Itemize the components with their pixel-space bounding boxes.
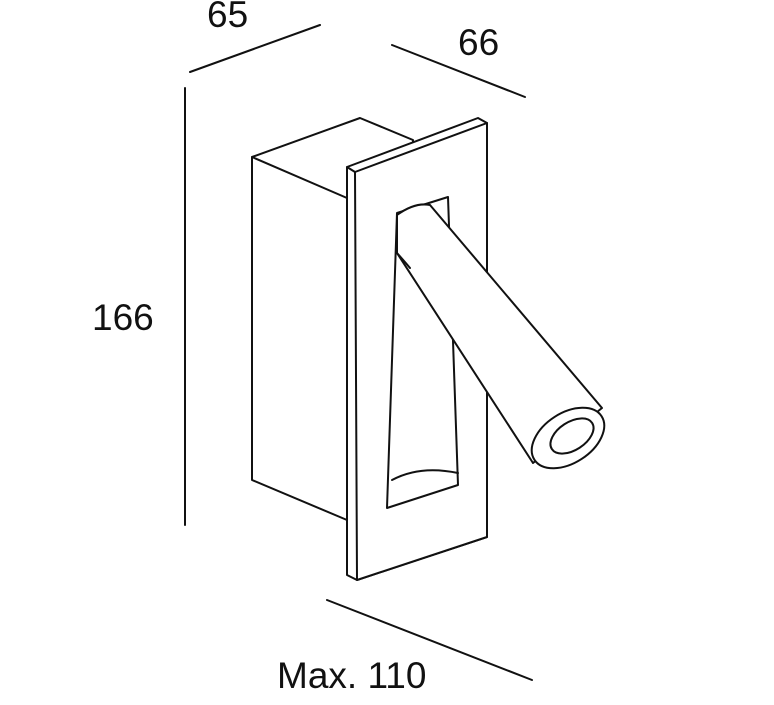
- dimension-166-label: 166: [92, 297, 154, 338]
- dimension-max-110-label: Max. 110: [277, 655, 426, 696]
- dimension-66: 66: [391, 22, 526, 98]
- dimension-max-110: Max. 110: [277, 599, 533, 696]
- dimension-65: 65: [189, 0, 321, 73]
- dimension-65-label: 65: [207, 0, 248, 35]
- dimension-66-label: 66: [458, 22, 499, 63]
- arm-end-lens: [549, 417, 595, 455]
- reading-arm: [396, 203, 606, 470]
- dimension-166: 166: [92, 87, 186, 526]
